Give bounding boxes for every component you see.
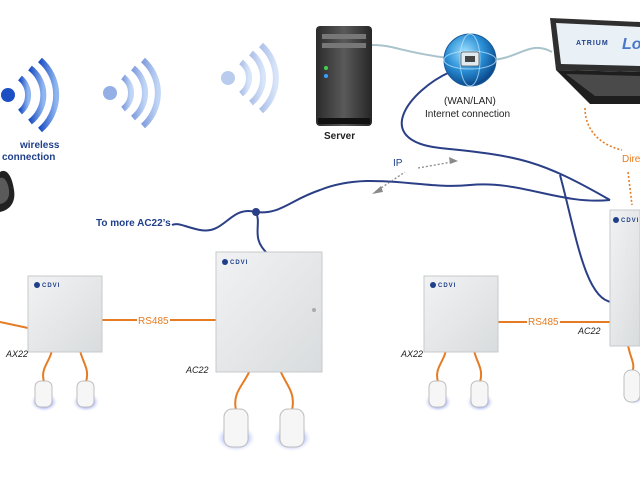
reader-wires [42, 344, 635, 411]
wireless-connection-label: connection [2, 152, 56, 163]
to-more-ac22-line [171, 209, 257, 232]
wifi-icon [103, 57, 161, 129]
ip-bus-main [400, 71, 611, 201]
cdvi-logo: CDVI [613, 217, 639, 224]
laptop-icon [550, 18, 640, 104]
card-reader-icon [30, 380, 58, 412]
local-label-partial: Lo [622, 36, 640, 53]
direct-connection-line [584, 107, 633, 206]
ac22-label-right: AC22 [578, 326, 601, 336]
card-reader-icon [272, 408, 312, 452]
ac22-label-left: AC22 [186, 365, 209, 375]
card-reader-icon [622, 369, 640, 405]
direct-label-partial: Dire [622, 154, 640, 165]
ac22-drop-line [255, 211, 269, 255]
cdvi-logo: CDVI [34, 282, 60, 289]
wireless-label: wireless [20, 140, 60, 151]
card-reader-icon [72, 380, 100, 412]
ac22-enclosure-right [609, 209, 640, 347]
ac22-enclosure-left [215, 251, 323, 373]
ip-arrow-left [372, 186, 383, 194]
lan-cable-laptop [491, 46, 553, 61]
bus-junction [252, 208, 260, 216]
rs485-label-right: RS485 [527, 317, 560, 328]
card-reader-icon [466, 380, 494, 412]
ip-arrow-right [449, 157, 458, 164]
atrium-logo: ATRIUM [576, 40, 609, 47]
cdvi-logo: CDVI [222, 259, 248, 266]
wifi-icon [221, 42, 279, 114]
ip-bus-left [255, 179, 611, 214]
card-reader-icon [424, 380, 452, 412]
rs485-label-left: RS485 [137, 316, 170, 327]
ax22-label-left: AX22 [6, 349, 29, 359]
ip-dotted-link [377, 161, 453, 191]
server-label: Server [324, 131, 356, 142]
wan-lan-label: (WAN/LAN) [444, 96, 496, 107]
card-reader-icon [216, 408, 256, 452]
internet-connection-label: Internet connection [425, 109, 511, 120]
wifi-icon [1, 57, 60, 133]
to-more-ac22-label: To more AC22’s [96, 218, 171, 229]
globe-network-icon [443, 33, 497, 87]
rs485-link-edge [0, 321, 29, 329]
ax22-label-right: AX22 [401, 349, 424, 359]
server-icon [316, 26, 372, 126]
cdvi-logo: CDVI [430, 282, 456, 289]
ip-bus-right-drop [559, 174, 613, 303]
keyfob-icon [0, 170, 15, 212]
lan-cable [371, 44, 449, 59]
ip-label: IP [393, 158, 403, 169]
